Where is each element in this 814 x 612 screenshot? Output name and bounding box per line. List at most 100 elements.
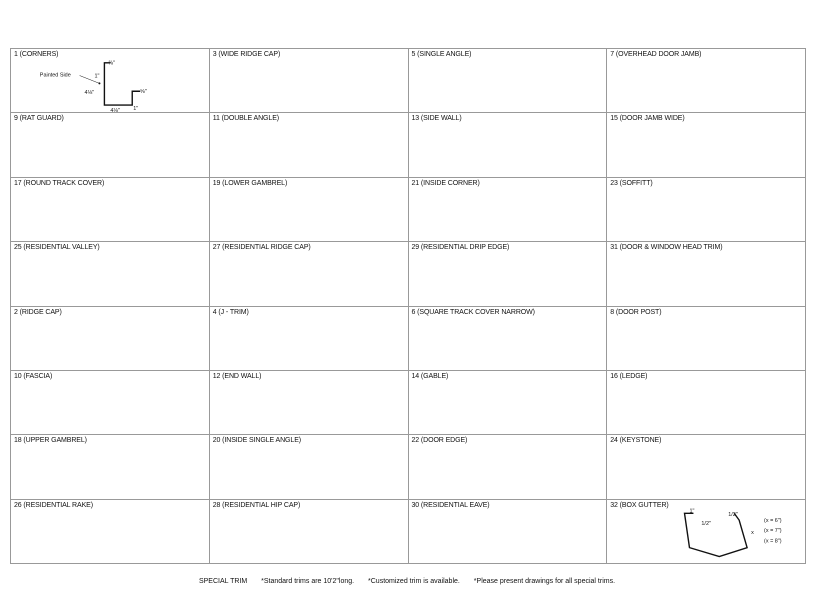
trim-cell: 11 (DOUBLE ANGLE)Painted Side1⅜"1"1" xyxy=(209,113,409,178)
trim-profile-drawing: Painted Side1⅜"1"4⅞" xyxy=(409,113,607,176)
trim-title: 1 (CORNERS) xyxy=(14,51,59,58)
trim-cell: 10 (FASCIA)Painted Side2⅞"4"1"⅝" xyxy=(11,370,210,436)
trim-title: 18 (UPPER GAMBREL) xyxy=(14,437,87,445)
trim-title: 20 (INSIDE SINGLE ANGLE) xyxy=(212,437,301,445)
dimension-label: 1" xyxy=(690,508,695,514)
trim-title: 5 (SINGLE ANGLE) xyxy=(411,51,472,58)
trim-title: 6 (SQUARE TRACK COVER NARROW) xyxy=(411,308,535,316)
trim-profile-line xyxy=(683,512,749,557)
dimension-label: x xyxy=(751,530,754,536)
trim-title: 31 (DOOR & WINDOW HEAD TRIM) xyxy=(610,244,723,252)
trim-title: 2 (RIDGE CAP) xyxy=(14,308,62,316)
trim-cell: 19 (LOWER GAMBREL)Painted Side5"5"*Speci… xyxy=(209,177,409,243)
trim-cell: 12 (END WALL)Painted Side1⅜"1"4⅞"⅝"* Spe… xyxy=(209,370,409,436)
trim-cell: 20 (INSIDE SINGLE ANGLE)Painted Side(x =… xyxy=(209,435,409,500)
dimension-label: 1/2" xyxy=(728,512,738,518)
trim-profile-drawing: Painted Side8"8"*Specify Pitch xyxy=(210,242,408,305)
trim-cell: 22 (DOOR EDGE)Painted Side4⅛"1"4⅛"⅝" xyxy=(408,435,608,500)
trim-cell: 9 (RAT GUARD)Painted Side1⅜"1"2" xyxy=(11,113,210,178)
trim-title: 19 (LOWER GAMBREL) xyxy=(212,179,288,187)
trim-cell: 7 (OVERHEAD DOOR JAMB)Painted Side⅝"2"1"… xyxy=(607,49,806,114)
dimension-label: ⅝" xyxy=(140,89,147,95)
trim-title: 17 (ROUND TRACK COVER) xyxy=(14,179,105,187)
trim-cell: 23 (SOFFITT)Painted Side5⅞"10⅝"1⅝" xyxy=(607,177,806,243)
footer-note-drawings: *Please present drawings for all special… xyxy=(473,578,616,585)
trim-profile-drawing: Painted Side⅝"2"1"7⅞" xyxy=(607,49,805,112)
trim-profile-drawing: Painted Side1⅝"2"2⅜"⅝"1" xyxy=(409,307,607,370)
trim-title: 13 (SIDE WALL) xyxy=(411,115,462,123)
trim-profile-drawing: Painted Side4⅛"4⅛"1"1"4⅛"4⅛" xyxy=(210,49,408,112)
trim-profile-drawing: Painted Side7⅞"⅝"1"1⅝" xyxy=(607,113,805,176)
trim-title: 4 (J - TRIM) xyxy=(212,308,249,316)
trim-profile-drawing: Painted Side1⅜"1"2" xyxy=(11,113,209,176)
dimension-label: 4⅛" xyxy=(85,90,95,96)
trim-cell: 15 (DOOR JAMB WIDE)Painted Side7⅞"⅝"1"1⅝… xyxy=(607,113,806,178)
trim-cell: 3 (WIDE RIDGE CAP)Painted Side4⅛"4⅛"1"1"… xyxy=(209,49,409,114)
trim-title: 9 (RAT GUARD) xyxy=(14,115,64,123)
trim-profile-drawing: Painted Side5⅞"10⅝"1⅝" xyxy=(607,178,805,241)
trim-cell: 27 (RESIDENTIAL RIDGE CAP)Painted Side8"… xyxy=(209,242,409,307)
trim-profile-drawing: 1⅞"x(x = 3⅝")(x = 5⅝")(x = 7⅝")Painted S… xyxy=(607,307,805,370)
trim-title: 11 (DOUBLE ANGLE) xyxy=(212,115,279,123)
trim-cell: 8 (DOOR POST)1⅞"x(x = 3⅝")(x = 5⅝")(x = … xyxy=(607,306,806,371)
trim-cell: 2 (RIDGE CAP)Painted Side3"3"⅝"⅝"3"3" xyxy=(11,306,210,371)
trim-profile-drawing: Painted Side1⅜"1"1" xyxy=(210,113,408,176)
dimension-label: 1" xyxy=(94,74,99,80)
trim-profile-drawing: Painted Side9"1"1"9" xyxy=(11,242,209,305)
special-trim-footer: SPECIAL TRIM *Standard trims are 10'2"lo… xyxy=(0,578,814,585)
dimension-label: ⅝" xyxy=(108,61,115,67)
trim-cell: 17 (ROUND TRACK COVER)Painted Side⅝"2⅞"4… xyxy=(11,177,210,243)
trim-title: 32 (BOX GUTTER) xyxy=(610,501,669,509)
trim-title: 10 (FASCIA) xyxy=(14,372,53,380)
trim-title: 22 (DOOR EDGE) xyxy=(411,437,468,445)
trim-profile-drawing: Painted Side3 3/8"1 1/4"1 3/8"* Specify … xyxy=(210,307,408,370)
trim-title: 29 (RESIDENTIAL DRIP EDGE) xyxy=(411,244,510,252)
dimension-label: (x = 8") xyxy=(764,538,782,544)
dimension-label: (x = 6") xyxy=(764,518,782,524)
trim-title: 23 (SOFFITT) xyxy=(610,179,653,187)
trim-title: 15 (DOOR JAMB WIDE) xyxy=(610,115,685,123)
trim-cell: 31 (DOOR & WINDOW HEAD TRIM)3"1/2"1 1/4"… xyxy=(607,242,806,307)
trim-cell: 24 (KEYSTONE)Painted Side12"⅝"⅝" xyxy=(607,435,806,500)
trim-profile-drawing: Painted Side(x = 1⅝")(x = 2")(x = 3")xx xyxy=(210,435,408,498)
trim-profile-drawing: Painted Side4⅜"1"2⅜"⅝"⅝" xyxy=(11,500,209,563)
dimension-label: 1/2" xyxy=(702,521,712,527)
trim-cell: 30 (RESIDENTIAL EAVE)Painted Side3"2⅜"⅝"… xyxy=(408,499,608,564)
trim-cell: 25 (RESIDENTIAL VALLEY)Painted Side9"1"1… xyxy=(11,242,210,307)
trim-title: 14 (GABLE) xyxy=(411,372,449,380)
trim-title: 16 (LEDGE) xyxy=(610,372,648,380)
dimension-label: (x = 7") xyxy=(764,528,782,534)
trim-profile-drawing: Painted Side⅝"2⅞"4⅝"⅝"1⅞" xyxy=(11,178,209,241)
trim-title: 26 (RESIDENTIAL RAKE) xyxy=(14,501,93,509)
trim-profile-drawing: Painted Side5"5"*Specify Pitch xyxy=(11,435,209,498)
trim-title: 27 (RESIDENTIAL RIDGE CAP) xyxy=(212,244,311,252)
trim-profile-drawing: Painted Side4 3/8"1 1/2"5/8" xyxy=(409,242,607,305)
trim-profile-drawing: Painted Side12"⅝"⅝" xyxy=(607,435,805,498)
leader-arrow xyxy=(79,75,100,84)
trim-cell: 6 (SQUARE TRACK COVER NARROW)Painted Sid… xyxy=(408,306,608,371)
trim-profile-drawing: Painted Side1⅜"1"4⅞"⅝"* Specify Pitch xyxy=(210,371,408,434)
trim-title: 21 (INSIDE CORNER) xyxy=(411,179,480,187)
trim-cell: 26 (RESIDENTIAL RAKE)Painted Side4⅜"1"2⅜… xyxy=(11,499,210,564)
trim-title: 25 (RESIDENTIAL VALLEY) xyxy=(14,244,100,252)
trim-cell: 4 (J - TRIM)Painted Side3 3/8"1 1/4"1 3/… xyxy=(209,306,409,371)
trim-title: 7 (OVERHEAD DOOR JAMB) xyxy=(610,51,702,58)
footer-heading: SPECIAL TRIM xyxy=(198,578,248,585)
trim-profile-drawing: Painted Side3"3"⅝"⅝"3"3" xyxy=(11,307,209,370)
trim-title: 8 (DOOR POST) xyxy=(610,308,662,316)
trim-profile-drawing: Painted Side3"2⅜"⅝"*Specify Pitch xyxy=(409,500,607,563)
trim-profile-drawing: Painted Side2⅞"4"1"⅝" xyxy=(11,371,209,434)
trim-cell: 18 (UPPER GAMBREL)Painted Side5"5"*Speci… xyxy=(11,435,210,500)
dimension-label: Painted Side xyxy=(40,73,71,79)
footer-note-standard: *Standard trims are 10'2"long. xyxy=(261,578,355,585)
trim-title: 3 (WIDE RIDGE CAP) xyxy=(212,51,281,58)
trim-cell: 32 (BOX GUTTER) 1" 1/2" 1/2" x (x = 6") (x = 7… xyxy=(607,499,806,564)
trim-cell: 28 (RESIDENTIAL HIP CAP)Painted Side4"4"… xyxy=(209,499,409,564)
